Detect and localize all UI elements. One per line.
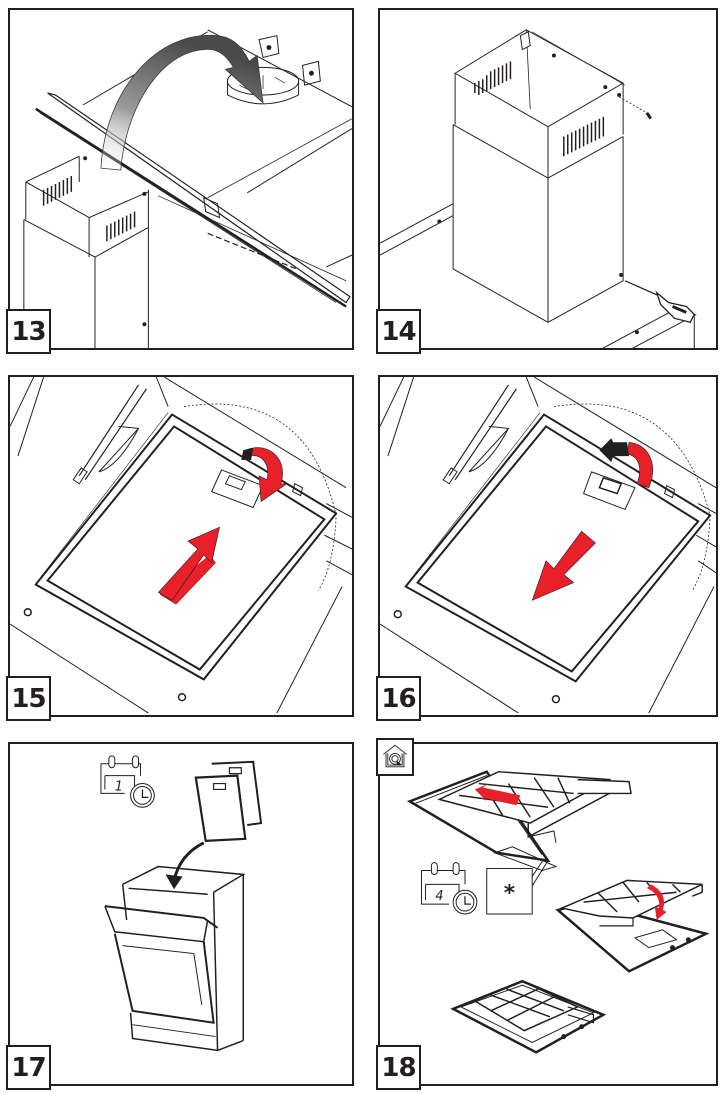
calendar-number: 1	[115, 779, 123, 794]
step-number-label: 13	[6, 309, 51, 354]
pull-down-arrow-icon	[531, 530, 596, 601]
calendar-number: 4	[435, 889, 443, 904]
grease-filter-icon	[194, 760, 263, 842]
step-number-label: 18	[376, 1045, 421, 1090]
step-15-illustration	[10, 377, 352, 714]
step-14-illustration	[380, 29, 697, 348]
slide-left-arrow-icon	[474, 783, 521, 806]
step-17-panel: 1 17	[6, 742, 354, 1090]
calendar-clock-icon: 1	[100, 755, 155, 808]
note-box	[486, 868, 533, 915]
step-15-panel: 15	[6, 375, 354, 721]
flip-down-arrow-icon	[646, 884, 667, 920]
rotate-counterclockwise-arrow-icon	[626, 441, 653, 489]
step-number-label: 14	[376, 309, 421, 354]
step-17-illustration: 1	[100, 755, 263, 1052]
note-asterisk: *	[504, 881, 515, 906]
curved-arrow-icon	[100, 34, 264, 171]
step-16-illustration	[380, 377, 716, 714]
step-13-panel: 13	[6, 8, 354, 354]
step-number-label: 16	[376, 676, 421, 721]
step-13-illustration	[23, 29, 352, 348]
step-16-panel: 16	[376, 375, 718, 721]
screwdriver-icon	[624, 280, 661, 298]
step-number-label: 15	[6, 676, 51, 721]
calendar-clock-icon: 4	[421, 862, 478, 915]
recirculation-mode-icon	[376, 738, 414, 776]
step-number-label: 17	[6, 1045, 51, 1090]
step-14-panel: 14	[376, 8, 718, 354]
step-18-illustration: * 4	[406, 770, 710, 1054]
dishwasher-icon	[104, 865, 246, 1052]
step-18-panel: * 4	[376, 738, 718, 1090]
